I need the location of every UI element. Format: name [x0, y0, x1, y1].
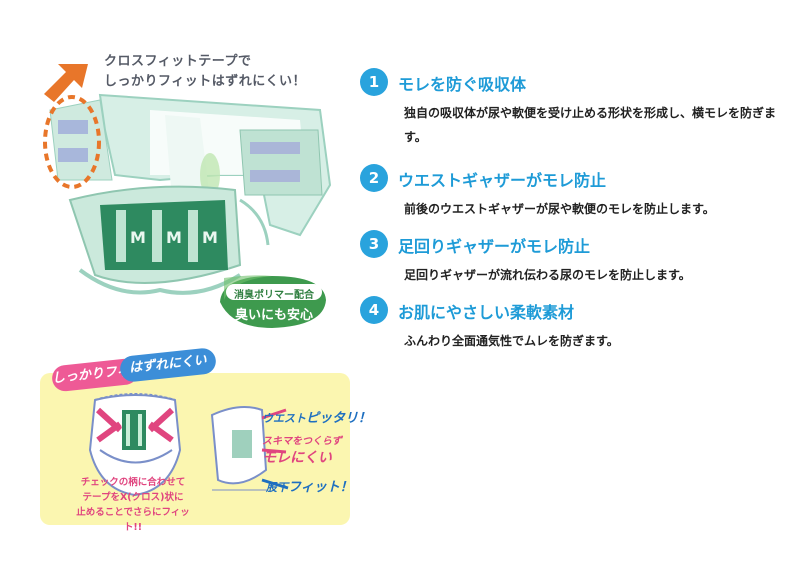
feature-number-badge: 2 [360, 164, 388, 192]
waist-letter-1: M [130, 228, 146, 247]
waist-callout-small: ウエスト [262, 412, 306, 425]
feature-number-badge: 1 [360, 68, 388, 96]
feature-number-badge: 4 [360, 296, 388, 324]
fit-illustration [88, 393, 289, 497]
waist-callout: ウエストピッタリ！ [262, 407, 371, 426]
fit-caption-line2: テープをX(クロス)状に [82, 492, 184, 503]
leaf-badge-icon [220, 275, 326, 328]
feature-title: 足回りギャザーがモレ防止 [398, 237, 591, 256]
leg-callout-big: フィット！ [288, 480, 353, 495]
feature-title: お肌にやさしい柔軟素材 [398, 303, 575, 322]
orange-arrow-icon [44, 64, 88, 102]
feature-title: ウエストギャザーがモレ防止 [398, 171, 607, 190]
fit-caption-line3: 止めることでさらにフィット!! [76, 507, 190, 533]
gap-callout-small: スキマをつくらず [262, 436, 342, 447]
leg-callout: 股下フィット！ [266, 476, 353, 495]
feature-description: 前後のウエストギャザーが尿や軟便のモレを防止します。 [404, 202, 715, 216]
waist-letter-3: M [202, 228, 218, 247]
feature-title: モレを防ぐ吸収体 [398, 75, 527, 94]
feature-number-badge: 3 [360, 230, 388, 258]
feature-description: 足回りギャザーが流れ伝わる尿のモレを防止します。 [404, 268, 691, 282]
waist-callout-big: ピッタリ！ [306, 411, 372, 426]
leg-callout-small: 股下 [266, 481, 288, 494]
cross-fit-caption: クロスフィットテープで しっかりフィットはずれにくい！ [104, 52, 306, 92]
feature-description: ふんわり全面通気性でムレを防ぎます。 [404, 334, 619, 348]
cross-fit-caption-line2: しっかりフィットはずれにくい！ [104, 74, 306, 89]
product-illustration: M M M クロスフィットテープで しっかりフィットはずれにくい！ 消臭ポリマー… [0, 0, 345, 350]
fit-caption: チェックの柄に合わせて テープをX(クロス)状に 止めることでさらにフィット!! [68, 475, 198, 535]
cross-fit-caption-line1: クロスフィットテープで [104, 54, 252, 69]
deodorant-badge: 消臭ポリマー配合 臭いにも安心 [212, 272, 332, 332]
diaper-illustration [43, 93, 332, 295]
feature-description: 独自の吸収体が尿や軟便を受け止める形状を形成し、横モレを防ぎます。 [404, 106, 777, 144]
deodorant-badge-line2: 臭いにも安心 [234, 308, 313, 323]
fit-caption-line1: チェックの柄に合わせて [80, 477, 186, 488]
gap-callout-big: モレにくい [262, 450, 332, 466]
deodorant-badge-line1: 消臭ポリマー配合 [234, 290, 314, 301]
waist-letter-2: M [166, 228, 182, 247]
